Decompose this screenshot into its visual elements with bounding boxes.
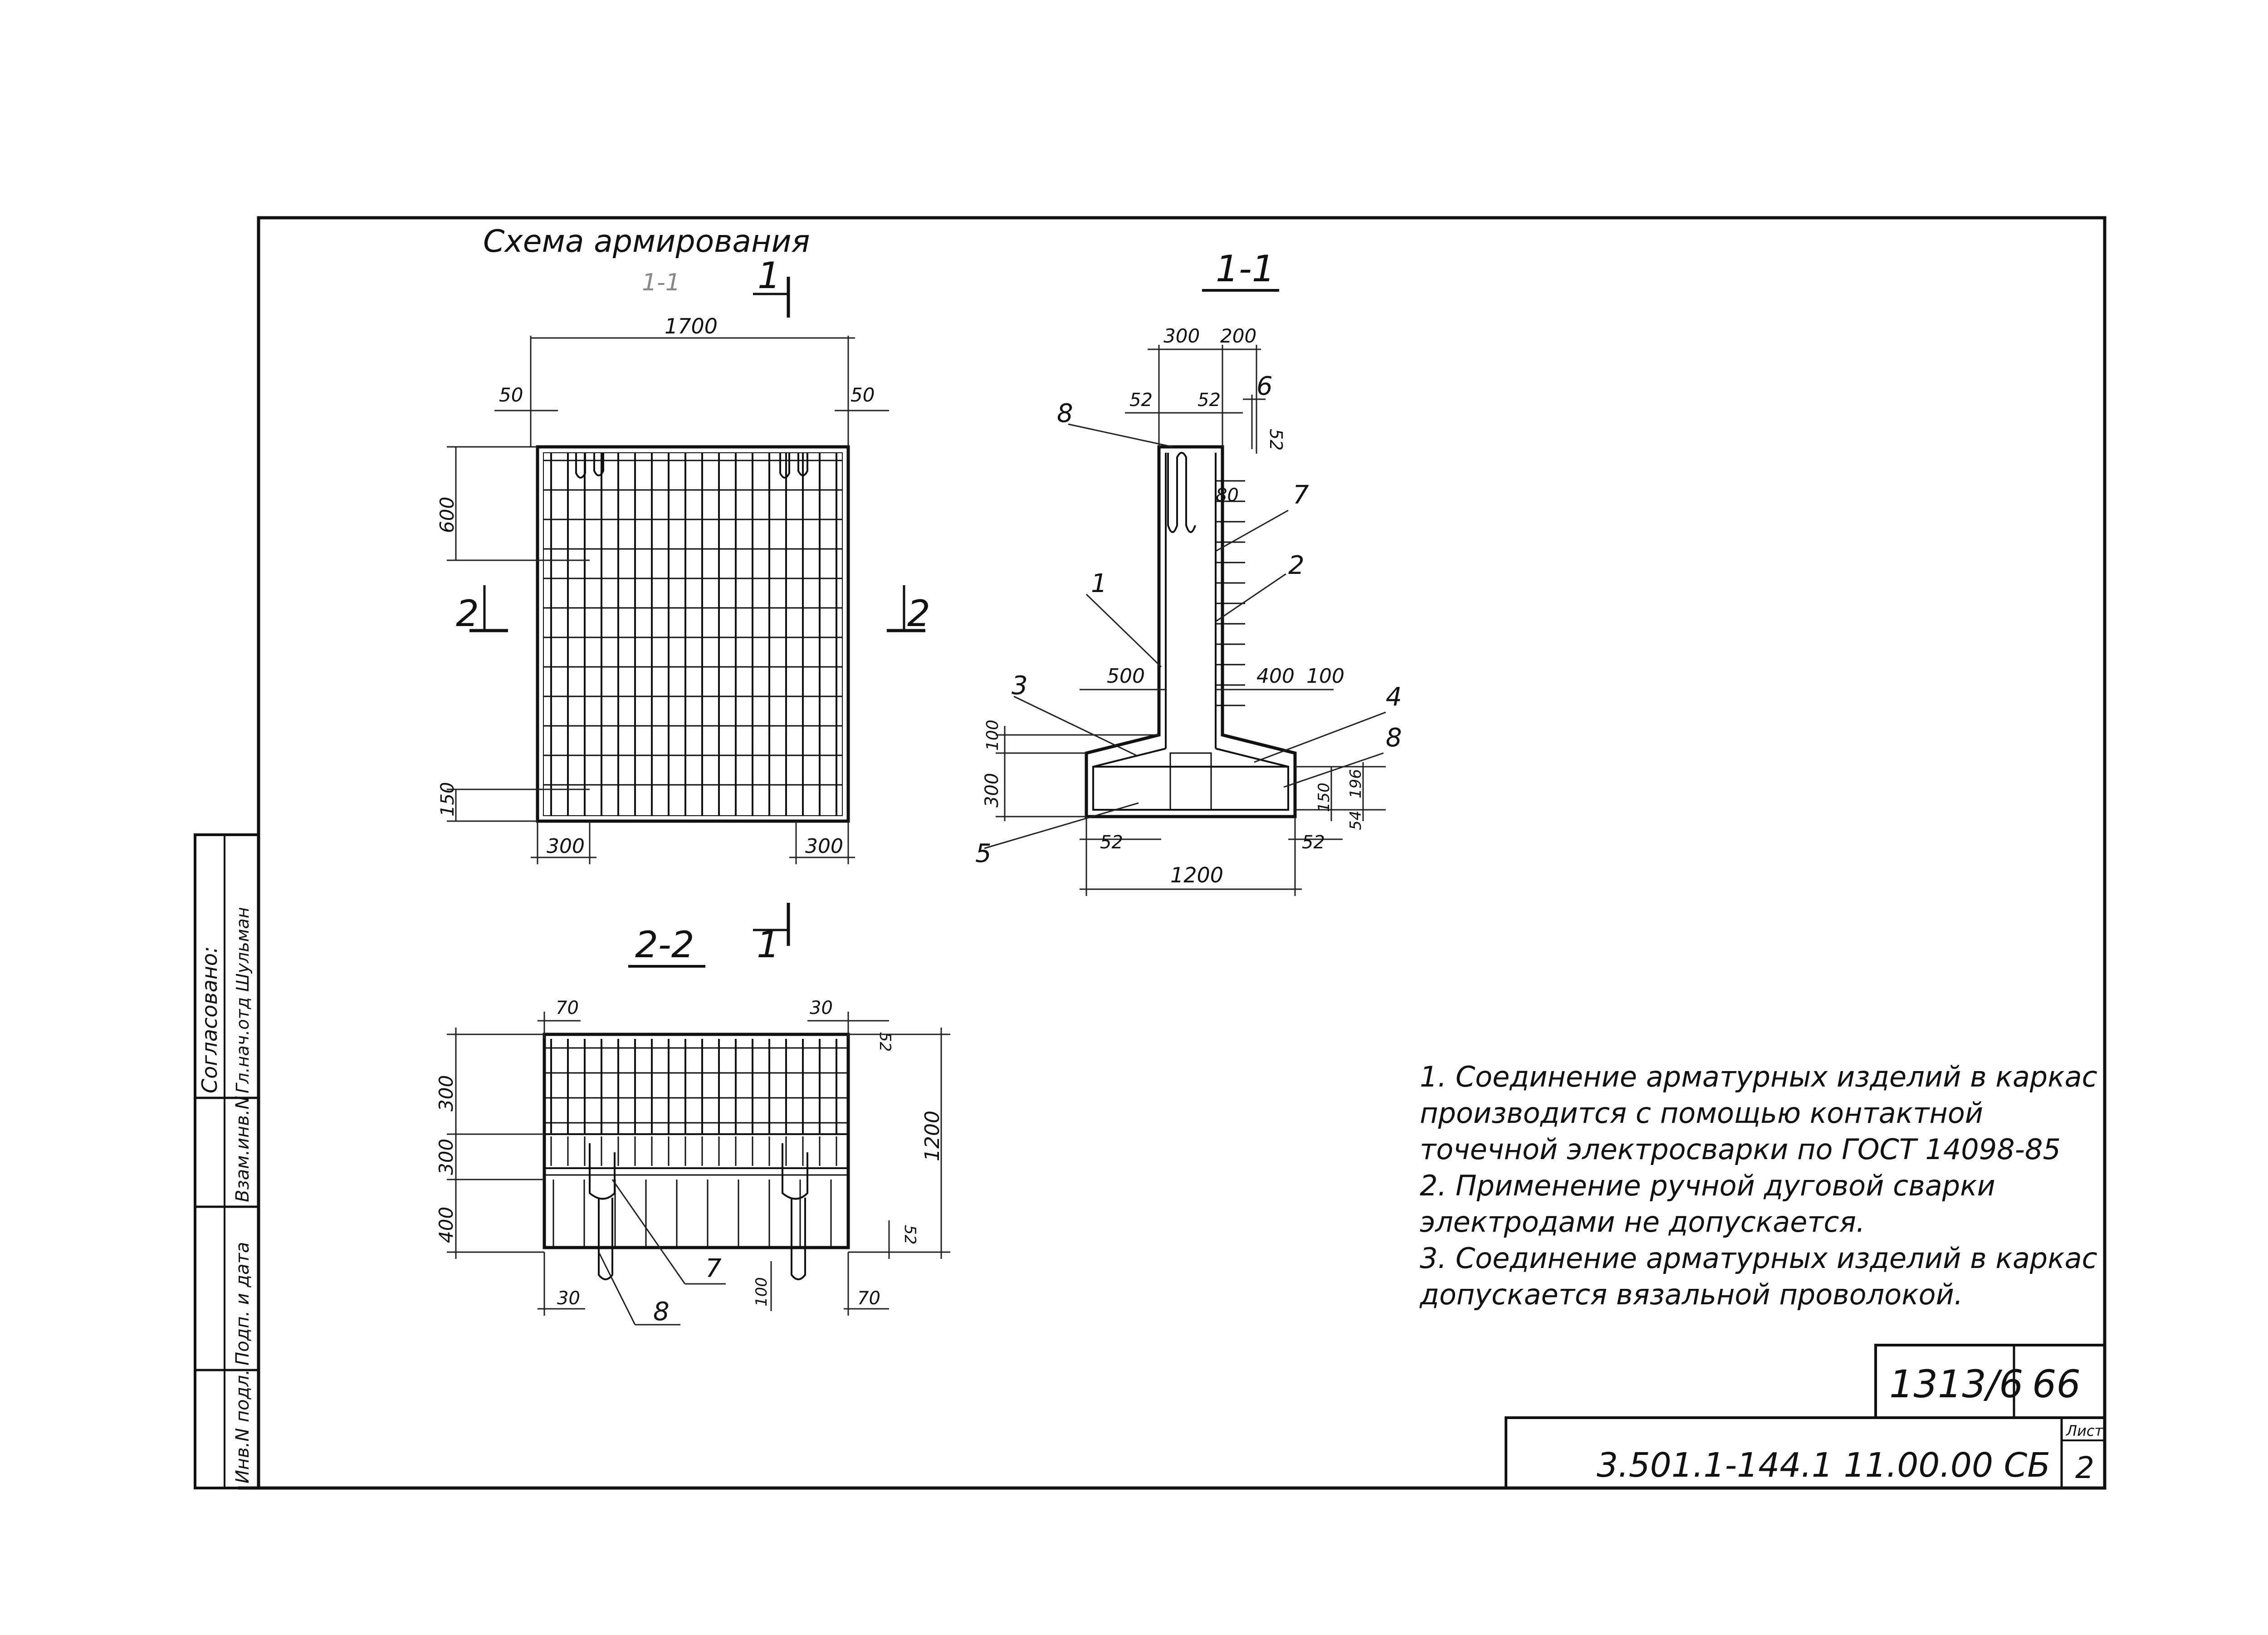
dim-width: 1700 (665, 314, 718, 338)
dim-196: 196 (1347, 769, 1365, 798)
section-2-2-title: 2-2 (635, 924, 694, 966)
callout-5: 5 (975, 839, 992, 868)
callout-6: 6 (1256, 372, 1273, 401)
note-line-4: 2. Применение ручной дуговой сварки (1420, 1169, 1995, 1202)
cut-mark-bottom: 1 (753, 903, 790, 966)
stamp-page-code: 66 (2032, 1362, 2081, 1406)
note-line-6: 3. Соединение арматурных изделий в карка… (1420, 1242, 2097, 1275)
cut-mark-top: 1 (753, 255, 790, 318)
dim-52d: 52 (1100, 832, 1123, 853)
dim-30a: 30 (810, 998, 833, 1018)
dim-52e: 52 (1302, 832, 1325, 853)
dim-300: 300 (1163, 325, 1200, 347)
side-stamp-inv-vz: Взам.инв.N (232, 1096, 253, 1202)
svg-text:1: 1 (758, 255, 781, 297)
notes-block: 1. Соединение арматурных изделий в карка… (1419, 1060, 2097, 1311)
section-2-2-view: 70 30 52 300 300 400 1200 52 30 100 70 7 (435, 998, 950, 1327)
dim-52b-2: 52 (901, 1225, 919, 1244)
note-line-7: допускается вязальной проволокой. (1419, 1278, 1963, 1311)
stamp-sheet-label: Лист (2066, 1422, 2103, 1439)
dim-500: 500 (1107, 665, 1145, 688)
dim-left-offset: 50 (499, 384, 523, 406)
dim-200: 200 (1220, 325, 1256, 347)
dim-52b: 52 (1198, 390, 1221, 411)
note-line-1: 1. Соединение арматурных изделий в карка… (1420, 1060, 2097, 1093)
side-stamp-agreed: Согласовано: (197, 946, 222, 1093)
callout-7: 7 (1293, 480, 1309, 510)
dim-150: 150 (1315, 783, 1333, 812)
dim-bottom-zone: 150 (437, 782, 458, 817)
elevation-view: 1700 50 50 600 150 300 300 (436, 314, 889, 864)
side-stamp: Согласовано: Гл.нач.отд Шульман Взам.инв… (194, 833, 260, 1489)
callout-8b: 8 (1386, 723, 1402, 753)
dim-100: 100 (1306, 665, 1344, 688)
dim-top-zone: 600 (436, 497, 458, 533)
note-line-5: электродами не допускается. (1420, 1205, 1865, 1238)
svg-text:1: 1 (757, 924, 780, 966)
callout-3: 3 (1012, 671, 1028, 700)
svg-text:2: 2 (907, 592, 930, 635)
dim-52c: 52 (1266, 429, 1286, 450)
section-1-1-title: 1-1 (1216, 248, 1275, 290)
dim-100b: 100 (983, 720, 1002, 751)
dim-300b-2: 300 (435, 1139, 457, 1175)
stamp-sheet-number: 2 (2075, 1450, 2094, 1485)
stamp-series: 1313/6 (1889, 1362, 2024, 1406)
callout-7-2: 7 (705, 1254, 722, 1283)
dim-400: 400 (1256, 665, 1295, 688)
dim-80: 80 (1216, 485, 1239, 506)
dim-1200-2: 1200 (921, 1111, 944, 1161)
note-line-2: производится с помощью контактной (1420, 1097, 1983, 1130)
callout-8a: 8 (1057, 399, 1073, 428)
side-stamp-inv-orig: Инв.N подл. (232, 1369, 253, 1483)
dim-300a-2: 300 (435, 1075, 457, 1111)
callout-8-2: 8 (653, 1297, 670, 1327)
main-title-ref: 1-1 (642, 269, 680, 296)
stamp-designation: 3.501.1-144.1 11.00.00 СБ (1597, 1446, 2050, 1485)
cut-mark-left: 2 (456, 585, 508, 635)
dim-70a: 70 (556, 998, 579, 1018)
dim-54: 54 (1347, 811, 1365, 830)
side-stamp-signature-date: Подп. и дата (232, 1242, 253, 1366)
dim-300b: 300 (982, 773, 1002, 808)
main-title: Схема армирования (483, 224, 810, 259)
section-1-1-view: 300 200 52 52 52 80 500 400 100 100 300 … (975, 325, 1402, 896)
dim-400-2: 400 (435, 1207, 457, 1243)
dim-30b: 30 (557, 1288, 580, 1309)
side-stamp-agreed-by: Гл.нач.отд Шульман (233, 907, 253, 1093)
title-block: 1313/6 66 3.501.1-144.1 11.00.00 СБ Лист… (1505, 1344, 2106, 1489)
svg-text:2: 2 (456, 592, 479, 635)
dim-1200: 1200 (1170, 863, 1223, 887)
callout-4: 4 (1386, 682, 1402, 712)
callout-2: 2 (1288, 551, 1305, 580)
dim-52a: 52 (1129, 390, 1153, 411)
dim-right-bottom: 300 (805, 835, 843, 858)
dim-right-offset: 50 (850, 384, 875, 406)
dim-left-bottom: 300 (547, 835, 585, 858)
dim-52a-2: 52 (876, 1032, 894, 1052)
dim-100-2: 100 (753, 1277, 771, 1307)
callout-1: 1 (1091, 569, 1107, 598)
dim-70b: 70 (857, 1288, 880, 1309)
cut-mark-right: 2 (887, 585, 930, 635)
note-line-3: точечной электросварки по ГОСТ 14098-85 (1420, 1133, 2061, 1166)
